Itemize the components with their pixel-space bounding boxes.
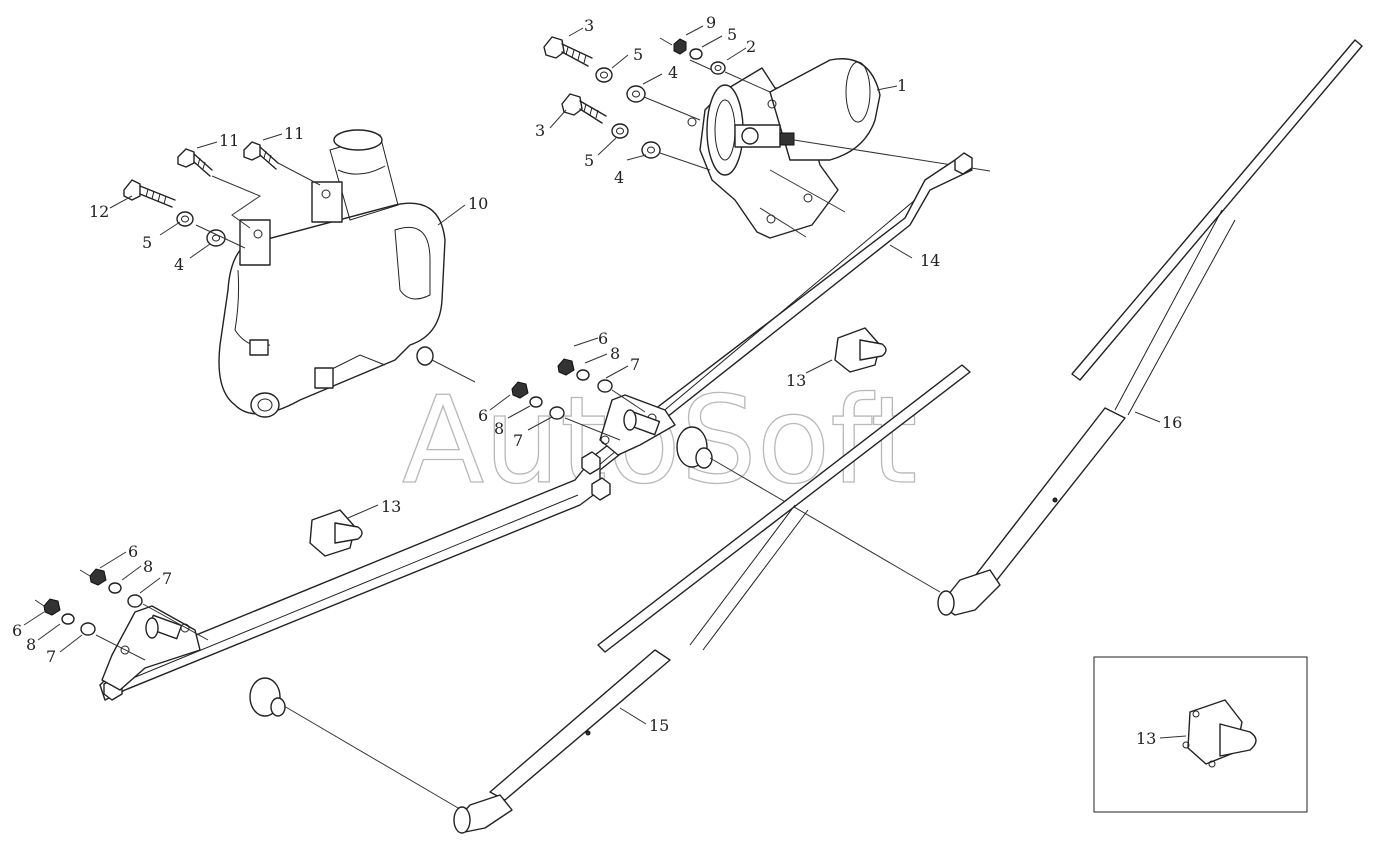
callout-leaders (23, 25, 1187, 739)
pivot-nut-6b (557, 358, 575, 376)
reservoir-bolt-11a (177, 148, 213, 177)
reservoir-lock-washer (176, 211, 194, 227)
inset-detail-box (1093, 656, 1308, 813)
wiper-nut-cap-13a (834, 327, 887, 373)
pivot-nut-6c (89, 568, 107, 586)
pivot-left-lines (34, 569, 471, 816)
pivot-washer-8c (108, 582, 122, 594)
reservoir-bolt-11b (243, 141, 279, 170)
pivot-right-lines (431, 359, 941, 593)
callout-5c: 5 (584, 151, 594, 170)
pivot-housing-left (101, 605, 201, 691)
pivot-washer-7a (549, 406, 565, 420)
callout-13b: 13 (381, 497, 401, 516)
callout-5b: 5 (727, 25, 737, 44)
washer-reservoir-part (218, 129, 446, 418)
motor-lock-washer-b (611, 123, 629, 139)
reservoir-flat-washer (206, 229, 226, 247)
callout-11a: 11 (219, 131, 239, 150)
pivot-nut-6d (43, 598, 61, 616)
motor-lock-washer-a (595, 67, 613, 83)
callout-7d: 7 (46, 647, 56, 666)
motor-bolt-3a (543, 36, 593, 67)
motor-nut-9 (673, 38, 687, 55)
pivot-washer-8b (576, 369, 590, 381)
callout-10: 10 (468, 194, 488, 213)
motor-flat-washer-a (626, 85, 646, 103)
pivot-cap-left (249, 677, 286, 717)
callout-5a: 5 (633, 45, 643, 64)
motor-assembly-lines (643, 37, 991, 238)
wiper-arm-right-part (937, 39, 1363, 616)
reservoir-bolt-12 (123, 179, 176, 208)
callout-6d: 6 (12, 621, 22, 640)
callout-2: 2 (746, 37, 756, 56)
motor-washer-5-small (689, 48, 703, 60)
callout-4b: 4 (614, 168, 624, 187)
callout-13a: 13 (786, 371, 806, 390)
motor-flat-washer-b (641, 141, 661, 159)
wiper-nut-cap-13-inset (1182, 699, 1257, 768)
pivot-washer-7d (80, 622, 96, 636)
callout-16: 16 (1162, 413, 1182, 432)
callout-11b: 11 (284, 124, 304, 143)
watermark-text: AutoSoft (402, 372, 917, 511)
callout-3a: 3 (584, 16, 594, 35)
callout-labels: 1 2 3 3 4 4 4 5 5 5 5 9 10 11 11 12 14 6… (12, 13, 1182, 748)
wiper-nut-cap-13b (309, 509, 363, 557)
pivot-washer-7b (597, 379, 613, 393)
callout-8c: 8 (143, 557, 153, 576)
pivot-nut-6a (511, 381, 529, 399)
callout-8d: 8 (26, 635, 36, 654)
callout-6a: 6 (598, 329, 608, 348)
callout-14: 14 (920, 251, 940, 270)
callout-8b: 8 (494, 419, 504, 438)
callout-9: 9 (706, 13, 716, 32)
callout-7b: 7 (513, 431, 523, 450)
reservoir-assembly-lines (195, 162, 321, 249)
callout-6c: 6 (128, 542, 138, 561)
callout-12: 12 (89, 202, 109, 221)
pivot-cap-right (676, 426, 713, 469)
callout-8a: 8 (610, 344, 620, 363)
wiper-arm-left-part (453, 364, 971, 834)
callout-1: 1 (897, 76, 907, 95)
callout-5d: 5 (142, 233, 152, 252)
callout-13c: 13 (1136, 729, 1156, 748)
pivot-washer-8d (61, 613, 75, 625)
callout-7c: 7 (162, 569, 172, 588)
callout-4a: 4 (668, 63, 678, 82)
pivot-washer-8a (529, 396, 543, 408)
pivot-washer-7c (127, 594, 143, 608)
motor-washer-2 (710, 61, 726, 75)
callout-4c: 4 (174, 255, 184, 274)
motor-bolt-3b (561, 93, 607, 124)
wiper-motor-part (687, 58, 881, 239)
callout-15: 15 (649, 716, 669, 735)
callout-7a: 7 (630, 355, 640, 374)
callout-6b: 6 (478, 406, 488, 425)
callout-3b: 3 (535, 121, 545, 140)
